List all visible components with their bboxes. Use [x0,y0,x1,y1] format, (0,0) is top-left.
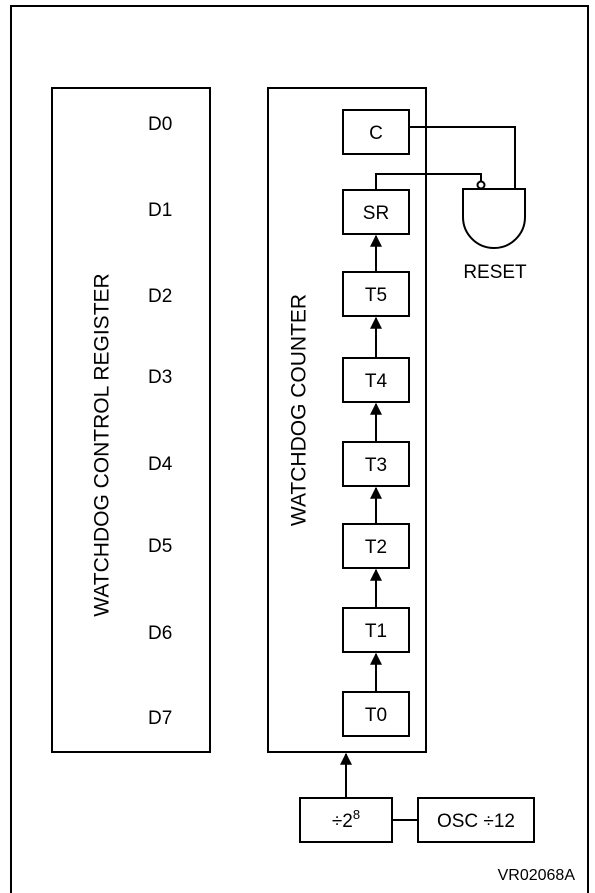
stage-c-label: C [369,123,383,144]
oscillator-box [417,797,535,843]
reset-label: RESET [463,262,527,283]
bit-label: D0 [148,114,172,135]
control-register-title: WATCHDOG CONTROL REGISTER [91,273,114,616]
inverter-bubble [476,180,486,190]
stage-sr-label: SR [363,203,389,224]
watchdog-counter-title: WATCHDOG COUNTER [288,294,311,526]
and-gate [462,188,526,249]
bit-label: D6 [148,623,172,644]
bit-label: D7 [148,708,172,729]
bit-label: D5 [148,536,172,557]
register-bit-labels: D0 D1 D2 D3 D4 D5 D6 D7 [148,114,173,729]
figure-id: VR02068A [498,867,576,884]
oscillator-label: OSC ÷12 [437,811,515,832]
sr-to-gate-wire [375,173,482,190]
counter-stages: C SR T5 T4 T3 T2 T1 T0 [342,109,410,737]
stage-t2-label: T2 [365,537,387,558]
stage-t0-label: T0 [365,705,387,726]
prescaler-base: ÷2 [332,811,353,832]
watchdog-counter-box [267,87,427,753]
control-register-box [51,87,211,753]
bit-label: D1 [148,200,172,221]
bit-label: D3 [148,367,172,388]
prescaler-exponent: 8 [353,807,360,822]
prescaler-label: ÷28 [332,807,360,832]
stage-t5-label: T5 [365,285,387,306]
stage-t4-label: T4 [365,371,388,392]
stage-t3-label: T3 [365,455,387,476]
stage-c-box [342,109,410,155]
figure-frame [10,5,589,893]
bit-label: D4 [148,454,173,475]
stage-t1-label: T1 [365,621,387,642]
reset-wiring [375,126,516,190]
c-to-gate-wire [409,126,516,190]
bit-label: D2 [148,286,172,307]
